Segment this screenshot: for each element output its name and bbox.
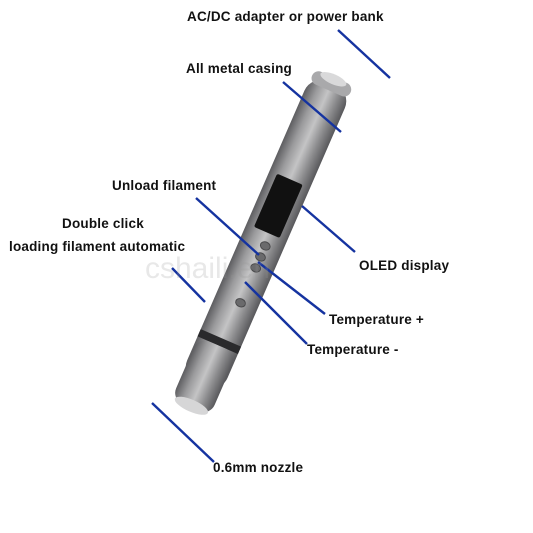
leader-adapter [337, 29, 391, 79]
leader-casing [282, 81, 342, 133]
temp-minus-button [250, 263, 262, 273]
nozzle-tip [174, 396, 209, 415]
leader-nozzle [151, 402, 215, 463]
lower-barrel [175, 340, 234, 413]
leader-temp-minus [244, 281, 308, 345]
label-oled: OLED display [359, 258, 450, 273]
leader-lines [151, 29, 391, 463]
leader-oled [301, 205, 356, 253]
oled-screen [254, 174, 303, 238]
leader-load [171, 267, 206, 303]
load-button [235, 298, 246, 308]
label-temp-minus: Temperature - [307, 342, 399, 357]
leader-unload [195, 197, 260, 256]
label-casing: All metal casing [186, 61, 292, 76]
label-nozzle: 0.6mm nozzle [213, 460, 304, 475]
barrel-ring [197, 329, 242, 354]
label-temp-plus: Temperature + [329, 312, 425, 327]
leader-temp-plus [257, 261, 326, 315]
unload-button [259, 241, 271, 251]
label-unload: Unload filament [112, 178, 217, 193]
3d-pen [174, 71, 352, 415]
power-port [320, 72, 347, 87]
label-loading: loading filament automatic [9, 239, 186, 254]
metal-casing [185, 79, 347, 389]
label-adapter: AC/DC adapter or power bank [187, 9, 384, 24]
label-double-click: Double click [62, 216, 144, 231]
watermark: cshaili.en [145, 252, 271, 285]
